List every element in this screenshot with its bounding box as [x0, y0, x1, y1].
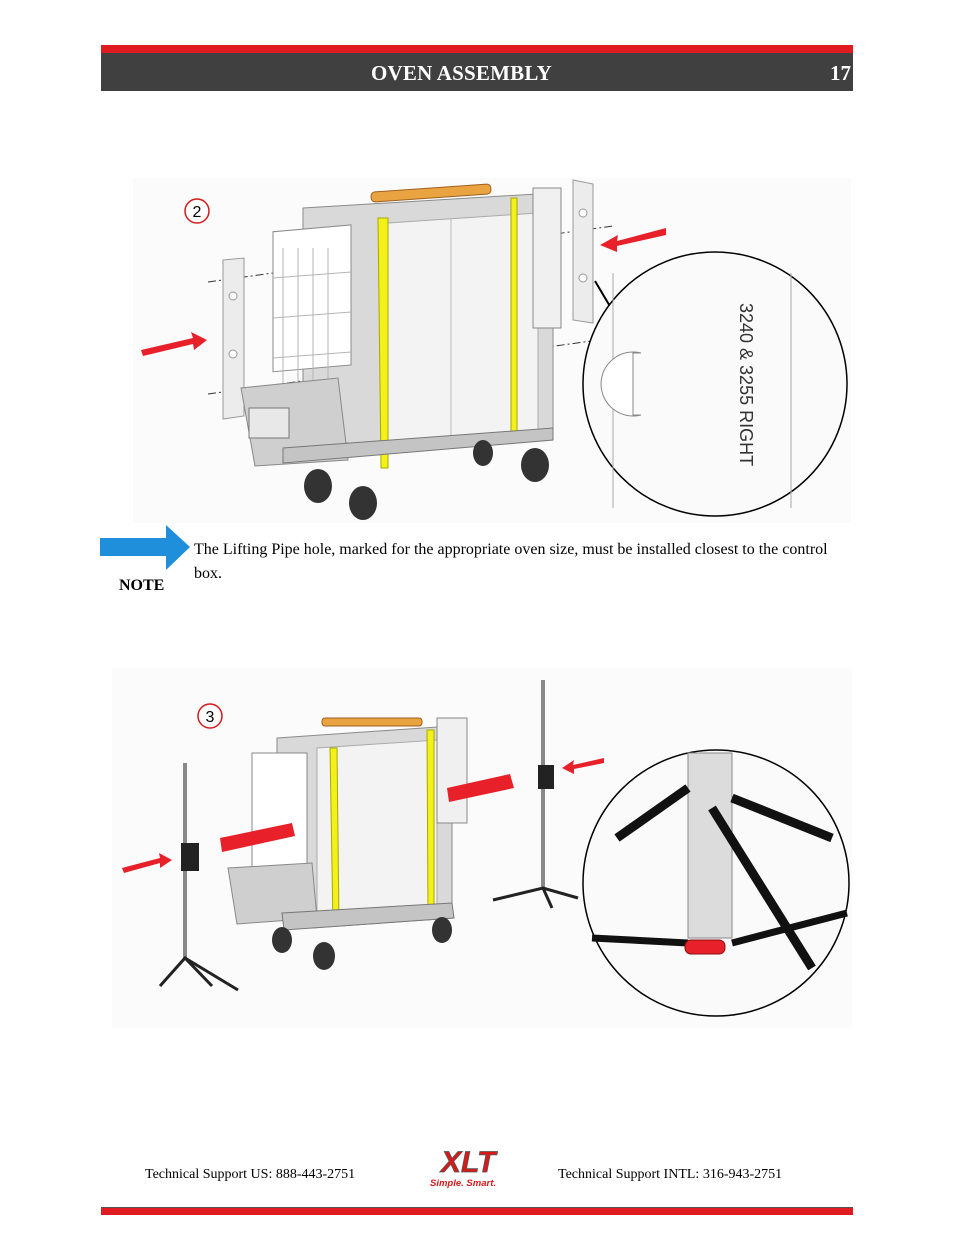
step-badge-circle: [184, 198, 210, 224]
control-box: [240, 377, 349, 467]
right-side-panel: [572, 179, 594, 324]
wheel: [521, 448, 549, 482]
left-side-panel: [222, 257, 245, 420]
lifting-pipe-hole: [600, 351, 642, 417]
page-title: OVEN ASSEMBLY: [371, 61, 552, 85]
step-3-drawing: 3: [122, 680, 850, 1017]
header-top-rule: [101, 45, 853, 53]
step-2-illustration: 2: [133, 178, 851, 523]
left-arrow-icon: [141, 332, 207, 356]
step-2-drawing: 2: [141, 179, 848, 520]
note-text: The Lifting Pipe hole, marked for the ap…: [194, 541, 828, 582]
wheel: [313, 942, 335, 970]
svg-text:XLT: XLT: [439, 1146, 498, 1179]
page-header-bar: OVEN ASSEMBLY 17: [101, 53, 853, 91]
lifting-pipe: [447, 774, 514, 802]
wheel: [349, 486, 377, 520]
page-number: 17: [830, 61, 851, 85]
support-intl-phone: Technical Support INTL: 316-943-2751: [558, 1167, 783, 1182]
note-label: NOTE: [119, 577, 165, 594]
right-arrow-icon: [562, 758, 604, 774]
step-3-illustration: 3: [112, 668, 852, 1028]
cart-base: [281, 902, 455, 931]
left-arrow-icon: [122, 853, 172, 873]
lock-pin: [684, 939, 726, 955]
step-badge-number: 2: [193, 204, 202, 221]
cart-base: [282, 427, 554, 464]
wheel: [432, 917, 452, 943]
wheel: [304, 469, 332, 503]
oven-grate: [251, 752, 308, 874]
wheel: [272, 927, 292, 953]
lifting-pipe: [220, 823, 295, 852]
yellow-strap: [510, 197, 518, 441]
panel-marking-label: 3240 & 3255 RIGHT: [736, 303, 756, 466]
step-badge-number: 3: [206, 709, 215, 726]
step-badge-circle: [197, 703, 223, 729]
svg-text:Simple. Smart.: Simple. Smart.: [430, 1178, 496, 1189]
magnified-callout: [582, 251, 848, 517]
wheel: [473, 440, 493, 466]
right-arrow-icon: [600, 228, 666, 252]
footer-rule: [101, 1207, 853, 1215]
yellow-strap: [426, 729, 435, 914]
support-us-phone: Technical Support US: 888-443-2751: [145, 1167, 356, 1182]
yellow-strap: [377, 217, 389, 469]
note-arrow-icon: [100, 525, 190, 570]
xlt-logo: XLT Simple. Smart.: [430, 1146, 499, 1189]
stand-pole-closeup: [687, 752, 733, 939]
